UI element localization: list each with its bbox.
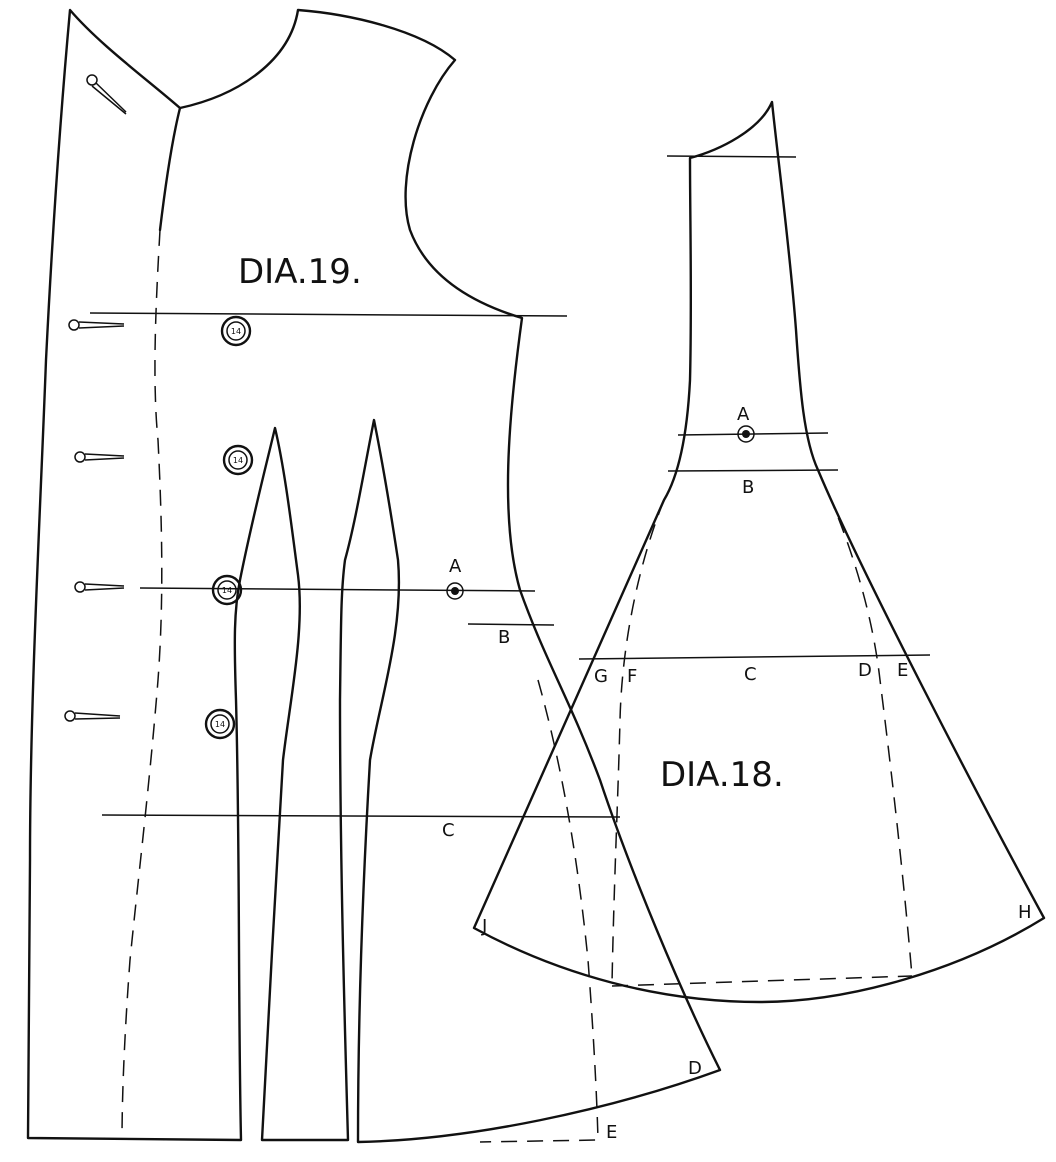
dia18-label-a: A xyxy=(737,404,750,425)
dia18-point-a-marker xyxy=(737,425,755,443)
dia18-label-e: E xyxy=(897,660,908,681)
dia18-label-d: D xyxy=(858,660,872,681)
dia18-label-b: B xyxy=(742,477,754,498)
svg-text:14: 14 xyxy=(233,456,243,465)
dia18-line-c xyxy=(578,654,931,660)
dia19-label-b: B xyxy=(498,627,510,648)
dia19-line-b xyxy=(467,623,555,626)
dia19-lapel-line xyxy=(158,106,182,232)
diagram-19: 14 14 14 14 DIA.19. A B C D E xyxy=(26,8,722,1144)
svg-text:14: 14 xyxy=(215,720,225,729)
dia18-hem-dashed xyxy=(611,975,913,987)
dia18-label-h: H xyxy=(1018,902,1032,923)
dia19-label-d: D xyxy=(688,1058,702,1079)
dia19-line-c xyxy=(101,814,621,818)
dia19-front-outline xyxy=(26,8,722,1144)
dia19-buttonhole xyxy=(86,74,127,115)
dia19-button: 14 xyxy=(204,708,236,740)
dia18-seam-right-dashed xyxy=(817,469,913,977)
dia18-label-c: C xyxy=(744,664,757,685)
dia19-label-a: A xyxy=(449,556,462,577)
dia19-button: 14 xyxy=(220,315,252,347)
dia18-title: DIA.18. xyxy=(660,755,784,795)
dia18-label-j: J xyxy=(481,916,487,937)
svg-text:14: 14 xyxy=(222,586,232,595)
dia19-buttonhole xyxy=(74,451,125,463)
dia19-buttonhole xyxy=(74,581,125,593)
dia19-buttonhole xyxy=(68,319,125,331)
dia19-label-e: E xyxy=(606,1122,617,1143)
dia19-buttonhole xyxy=(64,710,121,722)
dia19-line-armhole xyxy=(89,312,568,317)
dia19-label-c: C xyxy=(442,820,455,841)
svg-text:14: 14 xyxy=(231,327,241,336)
dia18-outline xyxy=(472,100,1046,1004)
dia18-line-top xyxy=(666,155,797,158)
dia18-line-a xyxy=(677,432,829,436)
dia19-front-edge-dashed xyxy=(121,229,163,1141)
dia19-title: DIA.19. xyxy=(238,252,362,292)
dia18-line-b xyxy=(667,469,839,472)
dia18-label-g: G xyxy=(594,666,608,687)
dia19-button: 14 xyxy=(211,574,243,606)
dia18-seam-left-dashed xyxy=(611,499,665,985)
dia18-label-f: F xyxy=(627,666,637,687)
dia19-button: 14 xyxy=(222,444,254,476)
dia19-point-a-marker xyxy=(446,582,464,600)
dia19-side-seam-dashed xyxy=(479,679,599,1143)
dia19-line-a xyxy=(139,587,536,592)
diagram-18: DIA.18. A B C D E F G H J xyxy=(472,100,1046,1004)
